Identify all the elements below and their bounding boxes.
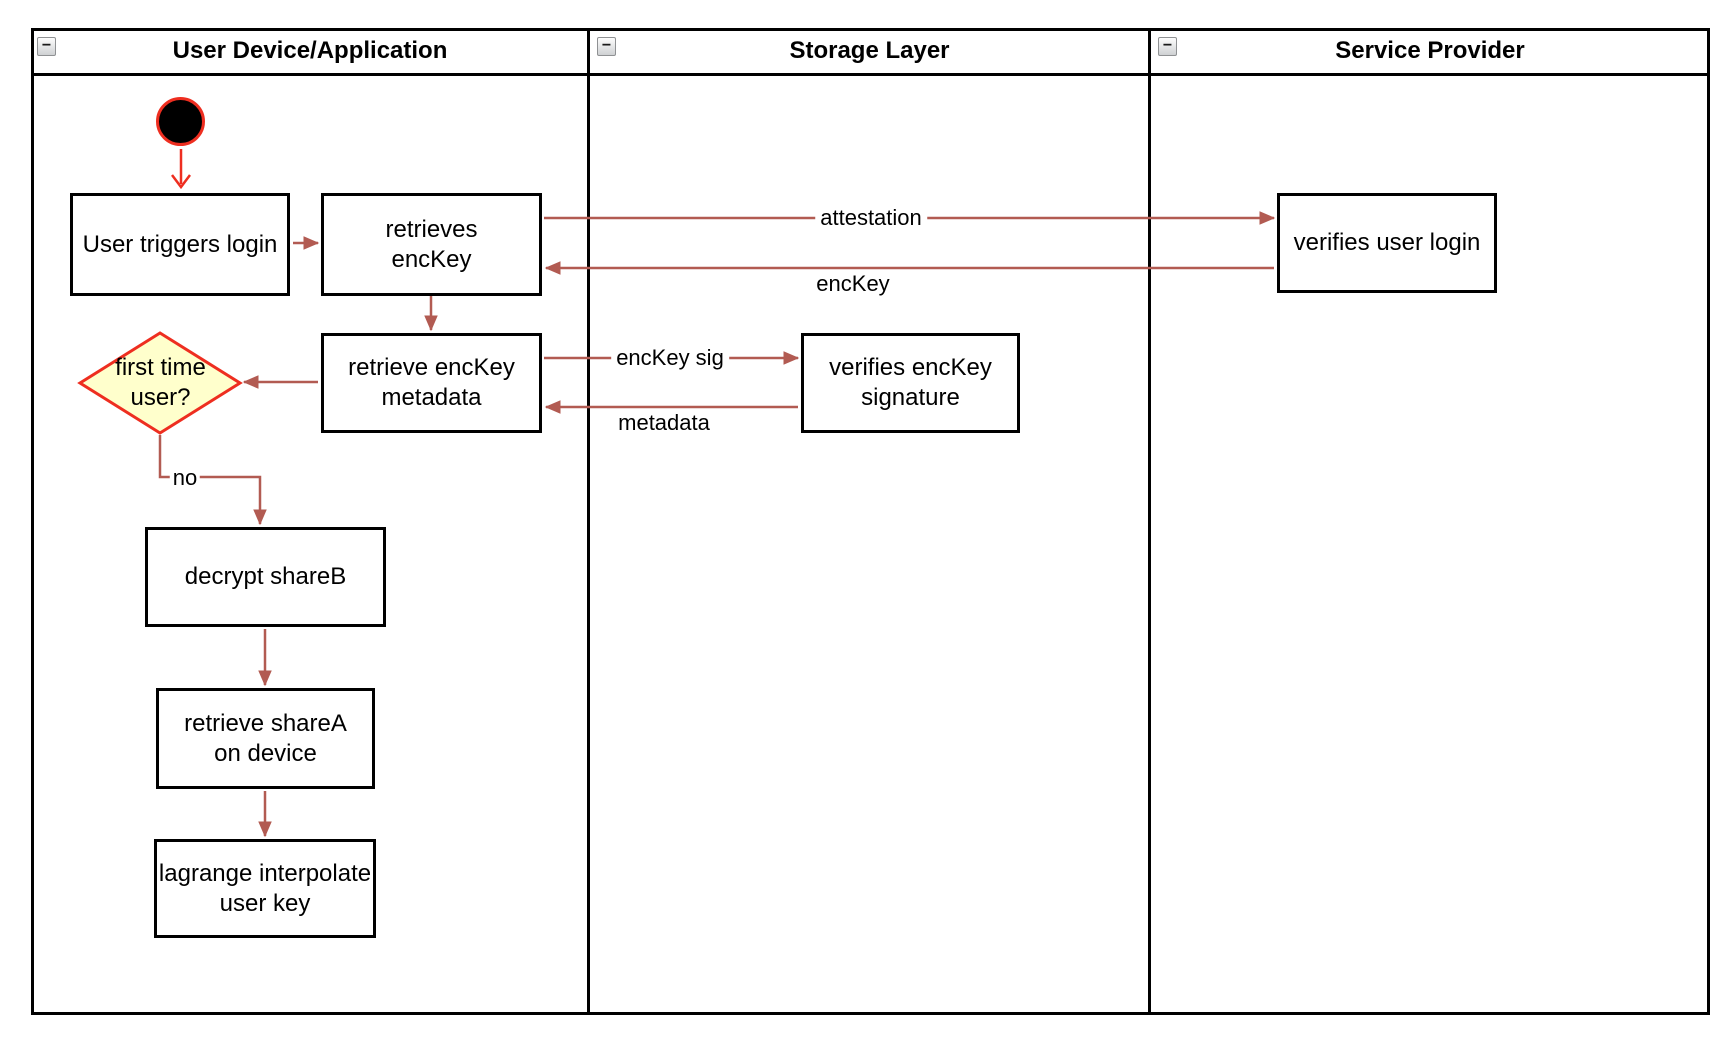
edge-label-metadata: metadata (613, 410, 715, 436)
node-label: retrieve encKey metadata (348, 354, 515, 411)
arrowhead-start (171, 174, 191, 190)
lane-divider-2 (1148, 28, 1151, 1015)
lane-header-user-device: User Device/Application (172, 37, 448, 64)
lane-divider-1 (587, 28, 590, 1015)
edge-label-attestation: attestation (815, 205, 927, 231)
lane-header-service-provider: Service Provider (1335, 37, 1525, 64)
node-verifies-enckey-signature[interactable]: verifies encKey signature (801, 333, 1020, 433)
node-label: User triggers login (82, 230, 278, 258)
collapse-lane-button[interactable]: − (1158, 37, 1177, 56)
diagram-frame (31, 28, 1710, 1015)
node-label: verifies encKey signature (829, 354, 992, 411)
edge-label-no: no (169, 465, 201, 491)
arrow-no-branch (158, 435, 267, 526)
node-retrieve-sharea-on-device[interactable]: retrieve shareA on device (156, 688, 375, 789)
node-retrieves-enckey[interactable]: retrieves encKey (321, 193, 542, 296)
lane-header-divider (31, 73, 1710, 76)
collapse-lane-button[interactable]: − (37, 37, 56, 56)
collapse-lane-button[interactable]: − (597, 37, 616, 56)
node-label: lagrange interpolate user key (158, 859, 372, 917)
lane-header-storage-layer: Storage Layer (789, 37, 950, 64)
node-label: retrieve shareA on device (184, 709, 347, 767)
node-verifies-user-login[interactable]: verifies user login (1277, 193, 1497, 293)
edge-label-enckey-sig: encKey sig (611, 345, 729, 371)
node-label: decrypt shareB (184, 563, 347, 590)
minus-icon: − (601, 37, 612, 54)
node-lagrange-interpolate-user-key[interactable]: lagrange interpolate user key (154, 839, 376, 938)
decision-first-time-user[interactable]: first time user? (115, 354, 206, 411)
minus-icon: − (1162, 37, 1173, 54)
decision-diamond-shape[interactable] (77, 331, 243, 435)
node-label: verifies user login (1293, 229, 1481, 256)
edge-label-enckey: encKey (811, 271, 895, 297)
node-user-triggers-login[interactable]: User triggers login (70, 193, 290, 296)
node-label: retrieves encKey (385, 215, 478, 273)
start-node[interactable] (156, 97, 205, 146)
minus-icon: − (41, 37, 52, 54)
node-retrieve-enckey-metadata[interactable]: retrieve encKey metadata (321, 333, 542, 433)
node-decrypt-shareb[interactable]: decrypt shareB (145, 527, 386, 627)
